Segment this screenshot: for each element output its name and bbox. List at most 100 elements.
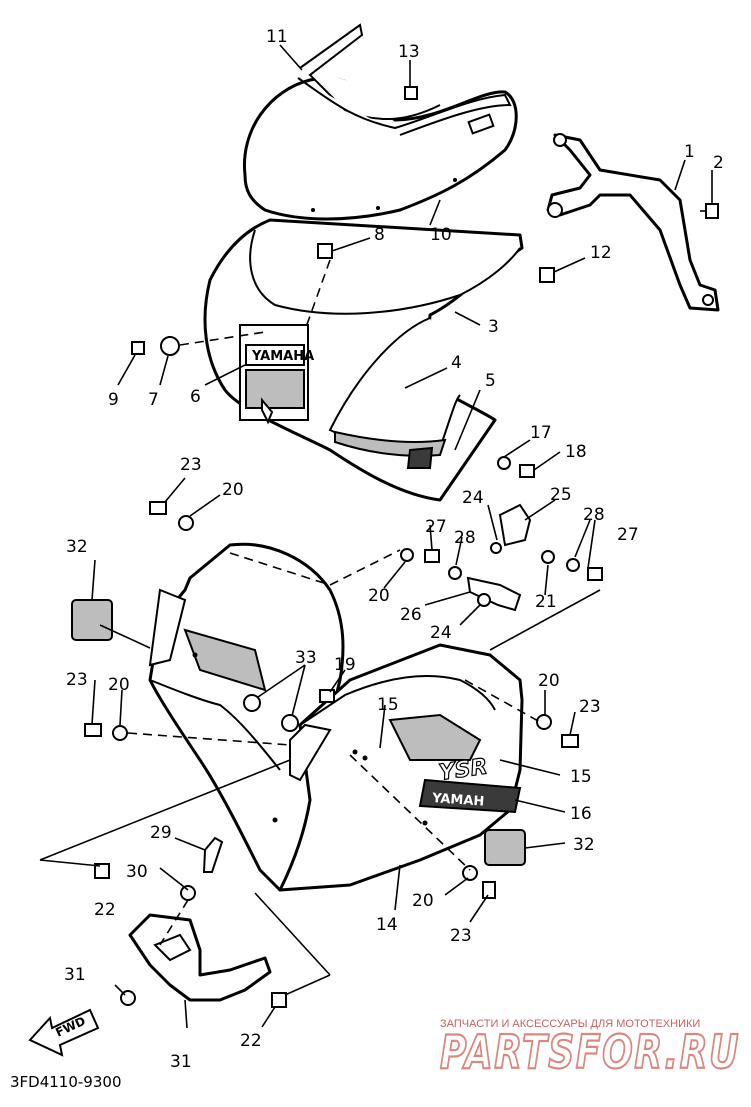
clip-17 — [319, 689, 335, 703]
callout-15a: 15 — [377, 695, 399, 715]
bracket-25 — [498, 503, 532, 547]
bolt-12 — [539, 267, 555, 283]
bolt-19 — [519, 464, 535, 478]
callout-28a: 28 — [454, 528, 476, 548]
windscreen — [242, 23, 518, 221]
diagram-code: 3FD4110-9300 — [10, 1073, 121, 1091]
under-cowl — [128, 913, 272, 1002]
nut-20a — [178, 515, 194, 531]
brackets — [71, 503, 532, 866]
screw-13 — [404, 86, 418, 100]
callout-5: 5 — [485, 371, 496, 391]
washer-18 — [497, 456, 511, 470]
leader-lines — [39, 44, 713, 1029]
callout-7: 7 — [148, 390, 159, 410]
watermark: ЗАПЧАСТИ И АКСЕССУАРЫ ДЛЯ МОТОТЕХНИКИ PA… — [439, 1018, 740, 1080]
screw-23a — [149, 501, 167, 515]
right-side-cowl: YSR YAMAH — [278, 643, 524, 892]
callout-13: 13 — [398, 42, 420, 62]
callout-2: 2 — [713, 153, 724, 173]
callout-23b: 23 — [66, 670, 88, 690]
callout-11: 11 — [266, 27, 288, 47]
grommet-33b — [281, 714, 299, 732]
screw-27a — [424, 549, 440, 563]
bolt-22a — [94, 863, 110, 879]
callout-3: 3 — [488, 317, 499, 337]
bolt-9 — [131, 341, 145, 355]
callout-19: 18 — [565, 442, 587, 462]
callout-22a: 22 — [94, 900, 116, 920]
callout-25: 25 — [550, 485, 572, 505]
screw-8 — [317, 243, 333, 259]
callout-20c: 20 — [538, 671, 560, 691]
bolt-22b — [271, 992, 287, 1008]
callout-23a: 23 — [180, 455, 202, 475]
washer-28b — [566, 558, 580, 572]
nut-20c — [536, 714, 552, 730]
nut-7 — [160, 336, 180, 356]
callout-27b: 27 — [617, 525, 639, 545]
callout-24b: 24 — [430, 623, 452, 643]
callout-26: 26 — [400, 605, 422, 625]
callout-31a: 30 — [126, 862, 148, 882]
callout-4: 4 — [451, 353, 462, 373]
watermark-tagline: ЗАПЧАСТИ И АКСЕССУАРЫ ДЛЯ МОТОТЕХНИКИ — [440, 1018, 700, 1030]
callout-1: 1 — [684, 142, 695, 162]
callout-15b: 15 — [570, 767, 592, 787]
screw-23d — [482, 881, 496, 899]
pad-32-right — [484, 829, 526, 866]
grommet-33a — [243, 694, 261, 712]
callout-24a: 24 — [462, 488, 484, 508]
callout-22b: 22 — [240, 1031, 262, 1051]
yamaha-decal-text: YAMAHA — [251, 349, 314, 364]
callout-30: 29 — [150, 823, 172, 843]
callout-17: 19 — [334, 655, 356, 675]
callout-21b: 21 — [535, 592, 557, 612]
callout-23d: 23 — [450, 926, 472, 946]
callout-12: 12 — [590, 243, 612, 263]
callout-8: 8 — [374, 225, 385, 245]
nut-20b — [112, 725, 128, 741]
callout-20d: 20 — [412, 891, 434, 911]
fwd-arrow: FWD — [28, 1008, 100, 1057]
callout-10: 10 — [430, 225, 452, 245]
screw-27b — [587, 567, 603, 581]
yamaha-decal-lower-text: YAMAH — [431, 791, 485, 810]
grommet-31a — [180, 885, 196, 901]
callout-32b: 32 — [573, 835, 595, 855]
nut-20d — [462, 865, 478, 881]
callout-18: 17 — [530, 423, 552, 443]
callout-28b: 28 — [583, 505, 605, 525]
bolt-2 — [700, 203, 719, 219]
callout-9: 9 — [108, 390, 119, 410]
callout-20b: 20 — [108, 675, 130, 695]
fasteners-upper — [131, 86, 535, 478]
callout-29: 31 — [170, 1052, 192, 1072]
screw-23c — [561, 734, 579, 748]
callout-21a: 20 — [368, 586, 390, 606]
fastener-30 — [202, 836, 224, 873]
callout-20a: 20 — [222, 480, 244, 500]
left-side-cowl — [148, 542, 345, 892]
nut-24b — [477, 593, 491, 607]
nut-24a — [490, 542, 502, 554]
pad-32-left — [71, 599, 113, 641]
fasteners-lower — [84, 501, 603, 1008]
callout-31b: 31 — [64, 965, 86, 985]
washer-28a — [448, 566, 462, 580]
callout-6: 6 — [190, 387, 201, 407]
callout-33: 33 — [295, 648, 317, 668]
callout-numbers: 11 13 10 1 2 12 8 3 4 5 6 7 9 17 18 23 2… — [64, 27, 724, 1072]
callout-27a: 27 — [425, 517, 447, 537]
watermark-brand: PARTSFOR.RU — [440, 1025, 740, 1079]
callout-32a: 32 — [66, 537, 88, 557]
upper-cowl: YAMAHA — [203, 218, 524, 502]
callout-16: 16 — [570, 804, 592, 824]
collar-21a — [400, 548, 414, 562]
bracket-26 — [466, 576, 522, 612]
callout-14: 14 — [376, 915, 398, 935]
collar-21b — [541, 550, 555, 564]
callout-23c: 23 — [579, 697, 601, 717]
screw-23b — [84, 723, 102, 737]
